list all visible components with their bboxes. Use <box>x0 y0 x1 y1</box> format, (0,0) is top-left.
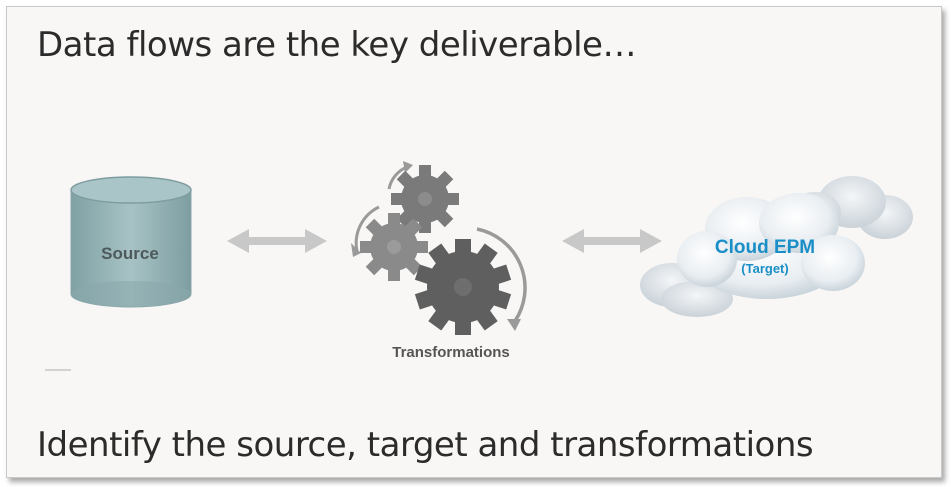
decorative-divider <box>45 369 71 371</box>
cloud-icon <box>640 176 913 317</box>
slide-subtitle: Identify the source, target and transfor… <box>37 425 814 465</box>
source-label: Source <box>101 244 159 263</box>
source-database-icon <box>70 176 192 308</box>
data-flow-diagram: Source <box>70 161 913 361</box>
gears-icon <box>351 161 527 335</box>
double-arrow-icon <box>562 229 662 253</box>
slide: Data flows are the key deliverable… <box>6 6 942 478</box>
target-label: Cloud EPM <box>715 237 815 258</box>
transformations-label: Transformations <box>392 344 510 361</box>
slide-title: Data flows are the key deliverable… <box>37 25 636 65</box>
target-sublabel: (Target) <box>741 261 788 276</box>
double-arrow-icon <box>227 229 327 253</box>
